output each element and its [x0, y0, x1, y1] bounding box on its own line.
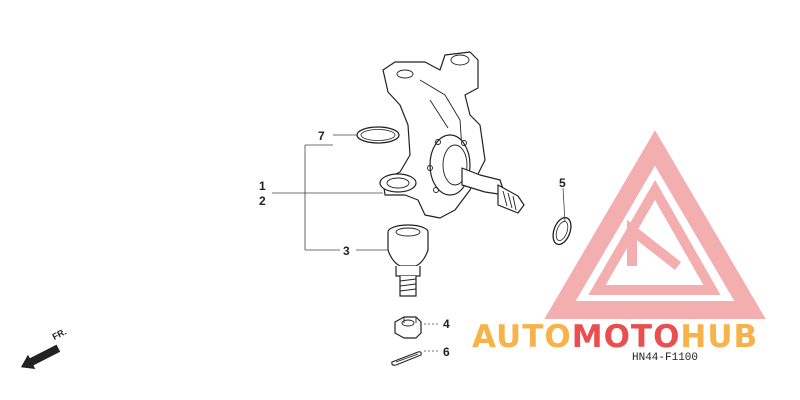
watermark-text-hub: HUB	[680, 319, 758, 355]
watermark-text: AUTOMOTOHUB	[472, 319, 758, 355]
diagram-code: HN44-F1100	[632, 352, 698, 364]
watermark-text-moto: MOTO	[572, 319, 681, 355]
fr-label: FR.	[51, 326, 68, 341]
callouts: 7 1 2 3 4 5 6	[259, 129, 566, 359]
callout-4: 4	[443, 317, 450, 331]
callout-3: 3	[343, 244, 350, 258]
ball-joint-3	[387, 224, 429, 297]
snap-ring-5	[552, 216, 572, 246]
front-direction-arrow: FR.	[20, 326, 68, 369]
callout-7: 7	[318, 129, 325, 143]
knuckle-illustration	[379, 51, 525, 219]
snap-ring-7	[356, 126, 400, 144]
callout-1: 1	[259, 179, 266, 193]
watermark-logo	[544, 130, 766, 319]
callout-5: 5	[559, 176, 566, 190]
cotter-pin-6	[391, 351, 422, 366]
watermark-text-auto: AUTO	[472, 319, 572, 355]
callout-2: 2	[259, 194, 266, 208]
castle-nut-4	[394, 316, 422, 339]
leader-lines	[272, 134, 566, 352]
callout-6: 6	[443, 345, 450, 359]
